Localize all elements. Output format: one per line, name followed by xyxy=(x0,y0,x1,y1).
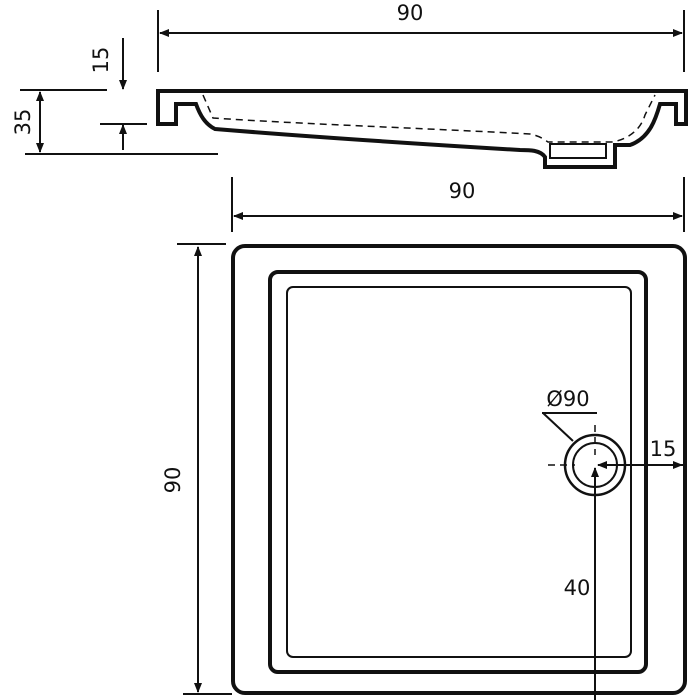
tray-basin-floor xyxy=(286,286,632,658)
inner-surface-hidden-line xyxy=(202,94,656,143)
plan-view: 90 90 Ø90 15 40 xyxy=(161,177,687,700)
plan-width-label: 90 xyxy=(449,179,476,203)
side-view: 90 15 35 xyxy=(11,1,688,169)
plan-depth-label: 90 xyxy=(161,467,185,494)
diameter-leader xyxy=(542,412,574,442)
drain-edge-offset-label: 15 xyxy=(650,437,677,461)
tray-profile xyxy=(156,89,688,169)
tray-basin-edge xyxy=(268,270,648,674)
tray-outline xyxy=(231,244,687,695)
side-width-label: 90 xyxy=(397,1,424,25)
height-label: 35 xyxy=(11,109,35,136)
rim-label: 15 xyxy=(89,47,113,74)
drain-outlet xyxy=(549,143,607,159)
drain-diameter-label: Ø90 xyxy=(546,387,589,411)
drain-front-offset-label: 40 xyxy=(564,576,591,600)
